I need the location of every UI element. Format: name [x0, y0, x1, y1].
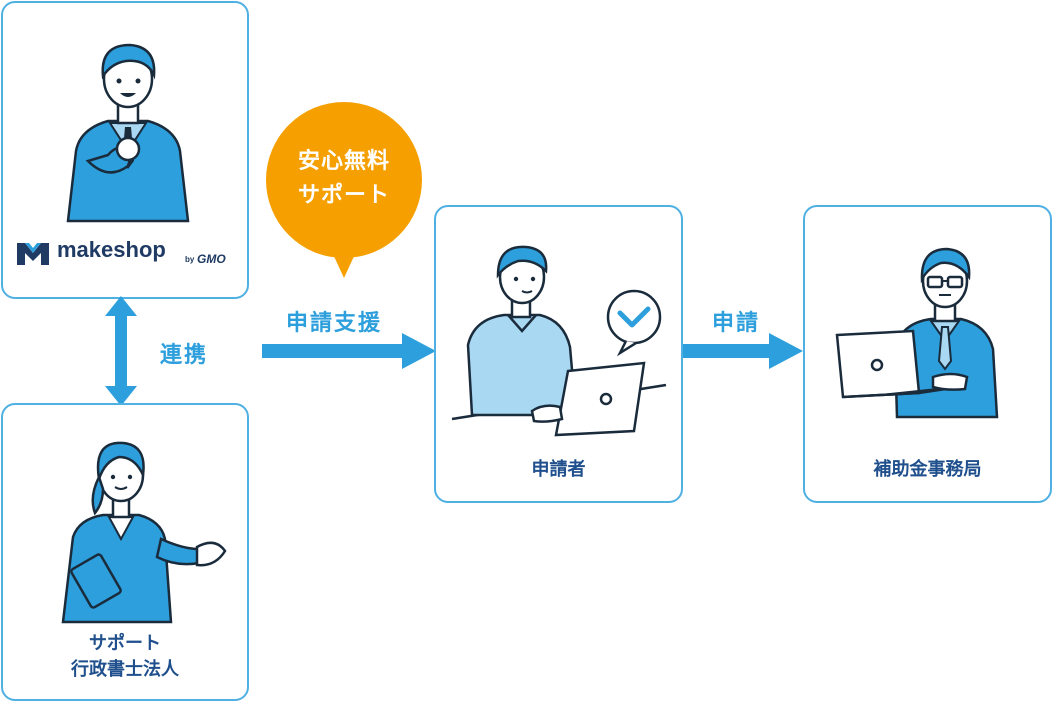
- applicant-at-laptop-illustration: [451, 245, 667, 437]
- check-icon: [617, 306, 651, 328]
- gmo-logo: GMO: [197, 252, 226, 266]
- subsidy-office-card: 補助金事務局: [803, 205, 1052, 503]
- subsidy-office-label: 補助金事務局: [873, 459, 982, 480]
- apply-label: 申請: [712, 311, 761, 336]
- right-arrow-icon: [262, 333, 436, 369]
- logo-by: by: [185, 255, 195, 264]
- vertical-double-arrow-icon: [105, 296, 137, 406]
- support-office-label-line2: 行政書士法人: [71, 659, 179, 680]
- speech-bubble-shape: [266, 102, 422, 278]
- makeshop-logo-icon: [17, 243, 49, 265]
- support-office-card: サポート 行政書士法人: [1, 403, 249, 701]
- applicant-card: 申請者: [434, 205, 683, 503]
- link-label: 連携: [160, 343, 209, 368]
- makeshop-card: makeshop by GMO: [1, 1, 249, 299]
- right-arrow-icon: [683, 333, 803, 369]
- applicant-label: 申請者: [531, 459, 586, 480]
- official-at-laptop-illustration: [835, 247, 999, 419]
- application-support-label: 申請支援: [286, 311, 383, 336]
- bubble-line1: 安心無料: [297, 149, 390, 174]
- support-office-label-line1: サポート: [89, 633, 161, 654]
- businessman-thumbs-up-illustration: [66, 43, 190, 223]
- makeshop-logo-text: makeshop: [57, 237, 166, 262]
- businesswoman-guiding-illustration: [61, 441, 227, 624]
- bubble-line2: サポート: [297, 183, 390, 208]
